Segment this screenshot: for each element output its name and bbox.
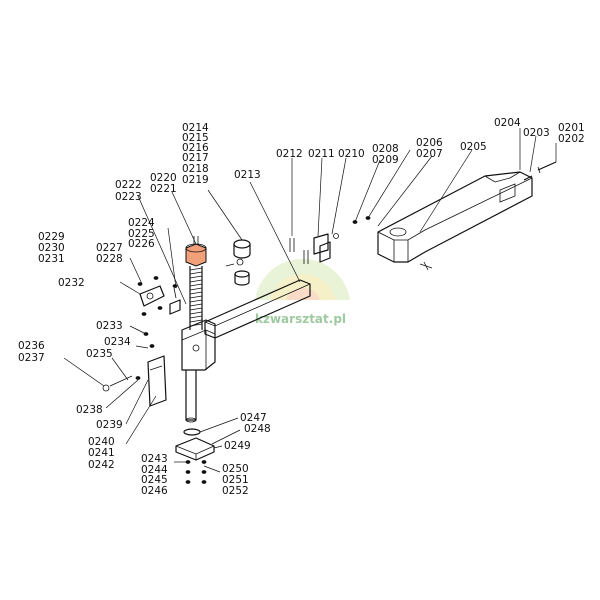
end-pins (523, 161, 557, 181)
bracket-parts (289, 233, 339, 264)
label-0209: 0209 (372, 154, 399, 166)
label-0248: 0248 (244, 423, 271, 435)
label-0225: 0225 (128, 228, 155, 240)
label-0246: 0246 (141, 485, 168, 497)
label-0244: 0244 (141, 464, 168, 476)
label-0230: 0230 (38, 242, 65, 254)
label-0250: 0250 (222, 463, 249, 475)
watermark: kzwarsztat.pl (255, 258, 350, 326)
label-0216: 0216 (182, 142, 209, 154)
label-0252: 0252 (222, 485, 249, 497)
label-0213: 0213 (234, 169, 261, 181)
label-0220: 0220 (150, 172, 177, 184)
label-0227: 0227 (96, 242, 123, 254)
highlighted-nut (185, 243, 207, 267)
label-0234: 0234 (104, 336, 131, 348)
label-0251: 0251 (222, 474, 249, 486)
clamp-plate-0232 (137, 276, 165, 316)
label-0207: 0207 (416, 148, 443, 160)
label-0206: 0206 (416, 137, 443, 149)
label-0214: 0214 (182, 122, 209, 134)
leader-lines (63, 128, 557, 473)
label-0241: 0241 (88, 447, 115, 459)
lead-screw (189, 266, 203, 330)
label-0247: 0247 (240, 412, 267, 424)
label-0235: 0235 (86, 348, 113, 360)
small-parts-left (169, 284, 181, 315)
label-0232: 0232 (58, 277, 85, 289)
label-0210: 0210 (338, 148, 365, 160)
label-0249: 0249 (224, 440, 251, 452)
label-0211: 0211 (308, 148, 335, 160)
label-0240: 0240 (88, 436, 115, 448)
label-0231: 0231 (38, 253, 65, 265)
label-0233: 0233 (96, 320, 123, 332)
label-0212: 0212 (276, 148, 303, 160)
label-0243: 0243 (141, 453, 168, 465)
label-0221: 0221 (150, 183, 177, 195)
label-0229: 0229 (38, 231, 65, 243)
label-0236: 0236 (18, 340, 45, 352)
column-carriage (181, 319, 216, 423)
label-0224: 0224 (128, 217, 155, 229)
part-labels: 0201 0202 0203 0204 0205 0206 0207 0208 … (18, 117, 585, 497)
label-0203: 0203 (523, 127, 550, 139)
small-pins (352, 216, 433, 271)
label-0215: 0215 (182, 132, 209, 144)
label-0226: 0226 (128, 238, 155, 250)
label-0237: 0237 (18, 352, 45, 364)
horizontal-arm-0204 (377, 171, 533, 263)
label-0217: 0217 (182, 152, 209, 164)
label-0219: 0219 (182, 174, 209, 186)
label-0222: 0222 (115, 179, 142, 191)
side-bracket (102, 332, 167, 407)
label-0208: 0208 (372, 143, 399, 155)
label-0218: 0218 (182, 163, 209, 175)
bottom-base (175, 428, 215, 484)
label-0202: 0202 (558, 133, 585, 145)
label-0205: 0205 (460, 141, 487, 153)
watermark-text: kzwarsztat.pl (255, 312, 346, 326)
label-0228: 0228 (96, 253, 123, 265)
label-0239: 0239 (96, 419, 123, 431)
label-0201: 0201 (558, 122, 585, 134)
label-0204: 0204 (494, 117, 521, 129)
label-0223: 0223 (115, 191, 142, 203)
label-0238: 0238 (76, 404, 103, 416)
label-0242: 0242 (88, 459, 115, 471)
label-0245: 0245 (141, 474, 168, 486)
